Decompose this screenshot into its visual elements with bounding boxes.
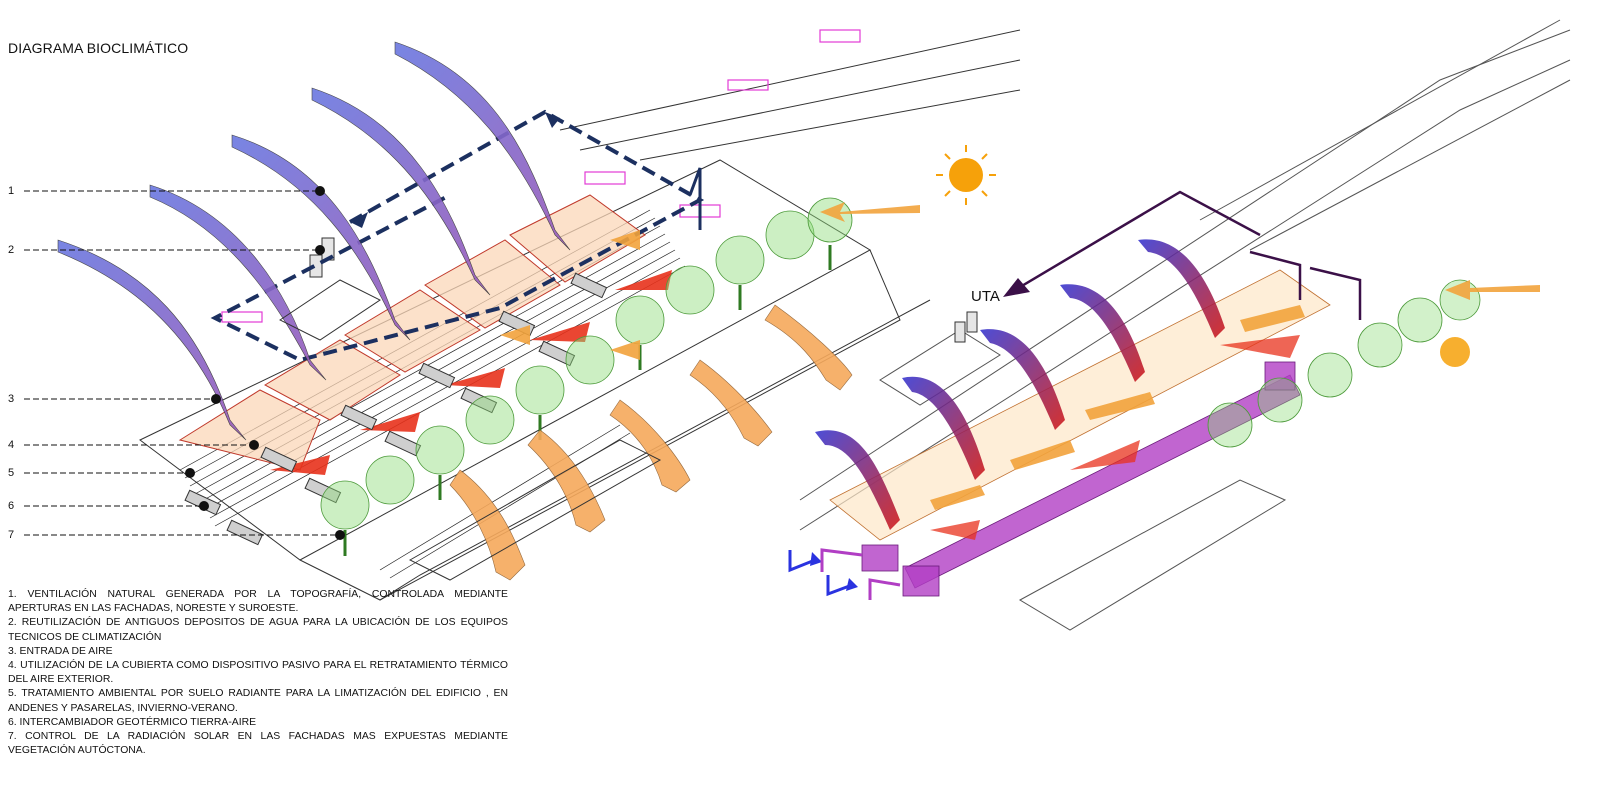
- callout-number-6: 6: [8, 500, 15, 512]
- callout-number-3: 3: [8, 393, 15, 405]
- sun-icon: [936, 145, 996, 205]
- callout-number-7: 7: [8, 529, 15, 541]
- callout-number-1: 1: [8, 185, 15, 197]
- legend: 1. VENTILACIÓN NATURAL GENERADA POR LA T…: [8, 588, 508, 758]
- left-station-axonometric: [24, 29, 1021, 601]
- callout-number-5: 5: [8, 467, 15, 479]
- legend-item-4: 4. UTILIZACIÓN DE LA CUBIERTA COMO DISPO…: [8, 660, 508, 686]
- legend-item-1: 1. VENTILACIÓN NATURAL GENERADA POR LA T…: [8, 589, 508, 615]
- uta-label: UTA: [971, 288, 1000, 305]
- right-station-axonometric: [788, 19, 1571, 631]
- legend-item-6: 6. INTERCAMBIADOR GEOTÉRMICO TIERRA-AIRE: [8, 716, 257, 728]
- legend-item-5: 5. TRATAMIENTO AMBIENTAL POR SUELO RADIA…: [8, 688, 508, 714]
- diagram-title: DIAGRAMA BIOCLIMÁTICO: [8, 40, 189, 56]
- legend-item-7: 7. CONTROL DE LA RADIACIÓN SOLAR EN LAS …: [8, 731, 508, 757]
- callout-number-2: 2: [8, 244, 15, 256]
- legend-item-2: 2. REUTILIZACIÓN DE ANTIGUOS DEPOSITOS D…: [8, 617, 508, 643]
- legend-item-3: 3. ENTRADA DE AIRE: [8, 645, 113, 657]
- callout-number-4: 4: [8, 439, 15, 451]
